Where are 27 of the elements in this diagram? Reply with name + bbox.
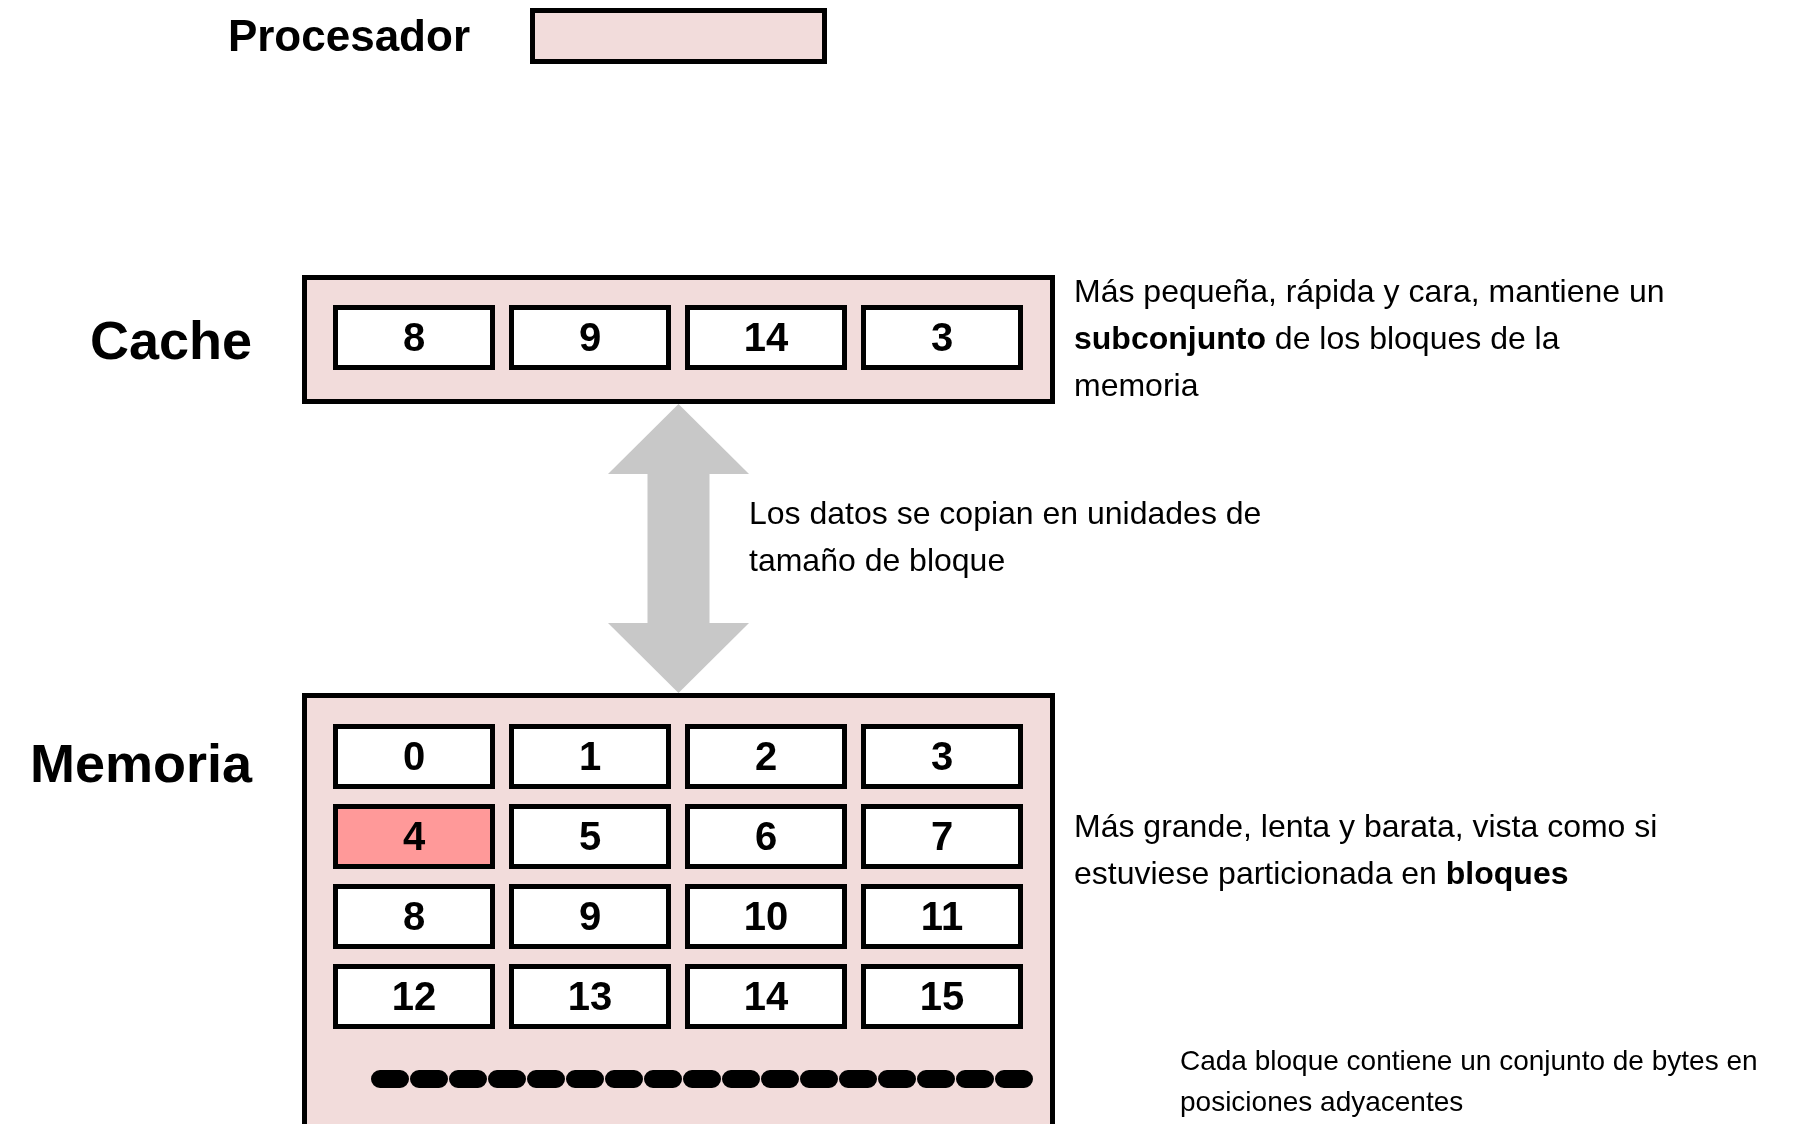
description-text: Más grande, lenta y barata, vista como si estuviese particionada en bloques xyxy=(1074,807,1659,893)
block-cell: 13 xyxy=(509,964,671,1029)
block-cell: 5 xyxy=(509,804,671,869)
block-cell: 8 xyxy=(333,884,495,949)
block-cell: 1 xyxy=(509,724,671,789)
level-title: Cache xyxy=(89,308,252,372)
block-cell: 7 xyxy=(861,804,1023,869)
block-cell: 9 xyxy=(509,884,671,949)
block-cell: 14 xyxy=(685,305,847,370)
double-arrow xyxy=(608,404,749,693)
block-cell: 8 xyxy=(333,305,495,370)
note-text: Cada bloque contiene un conjunto de bytes en posiciones adyacentes xyxy=(1180,1044,1759,1119)
block-cell: 15 xyxy=(861,964,1023,1029)
description-text: Más pequeña, rápida y cara, mantiene un subconjunto de los bloques de la memoria xyxy=(1074,272,1666,405)
level-title: Procesador xyxy=(227,10,470,62)
block-cell: 3 xyxy=(861,305,1023,370)
block-cell: 11 xyxy=(861,884,1023,949)
block-cell: 2 xyxy=(685,724,847,789)
block-cell: 6 xyxy=(685,804,847,869)
block-cell: 9 xyxy=(509,305,671,370)
block-cell: 0 xyxy=(333,724,495,789)
level-title: Memoria xyxy=(29,731,252,795)
block-cell: 12 xyxy=(333,964,495,1029)
block-cell: 3 xyxy=(861,724,1023,789)
block-cell: 14 xyxy=(685,964,847,1029)
block-cell: 10 xyxy=(685,884,847,949)
block-cell: 4 xyxy=(333,804,495,869)
